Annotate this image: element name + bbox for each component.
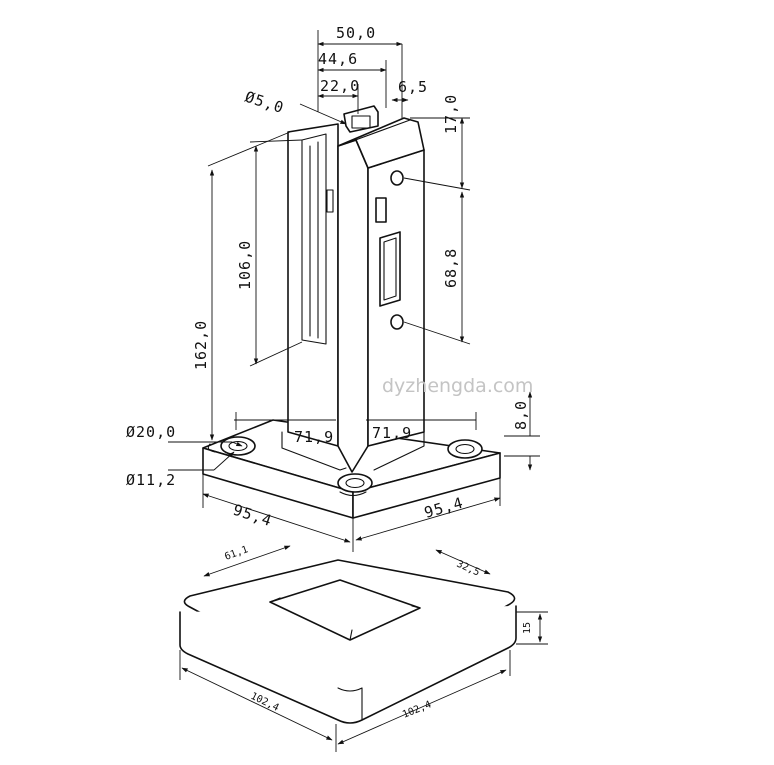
screw-hole-bottom [390, 314, 404, 330]
dim-slot-width: 22,0 [320, 77, 360, 95]
bolt-hole-front [337, 473, 373, 493]
dim-cover-height: 15 [522, 622, 533, 634]
spigot-body [287, 105, 425, 473]
dim-base-thickness: 8,0 [512, 400, 530, 430]
dim-clamp-width: 44,6 [318, 50, 358, 68]
cover-plate [179, 559, 517, 724]
screw-hole-top [390, 170, 404, 186]
dim-top-offset: 17,0 [442, 94, 460, 134]
dim-total-height: 162,0 [192, 320, 210, 370]
dim-cover-width: 102,4 [401, 699, 433, 720]
watermark: dyzhengda.com [382, 375, 533, 397]
dim-body-depth: 71,9 [294, 428, 334, 446]
dim-hole-spacing: 68,8 [442, 248, 460, 288]
dim-base-depth: 95,4 [231, 501, 275, 531]
bolt-hole-right [447, 439, 483, 459]
dimension-lines [168, 30, 548, 752]
dim-wall: 6,5 [398, 78, 428, 96]
dim-body-width: 71,9 [372, 424, 412, 442]
bolt-hole-left [220, 436, 256, 456]
dim-flange-hole: Ø20,0 [126, 423, 176, 441]
dim-hole-diameter: Ø5,0 [243, 88, 287, 118]
dim-cover-inner-b: 32,5 [455, 559, 481, 579]
dim-cover-depth: 102,4 [249, 691, 281, 714]
dim-clamp-height: 106,0 [236, 240, 254, 290]
dim-cover-inner-a: 61,1 [223, 544, 249, 563]
dim-width-top: 50,0 [336, 24, 376, 42]
dim-bolt-hole: Ø11,2 [126, 471, 176, 489]
